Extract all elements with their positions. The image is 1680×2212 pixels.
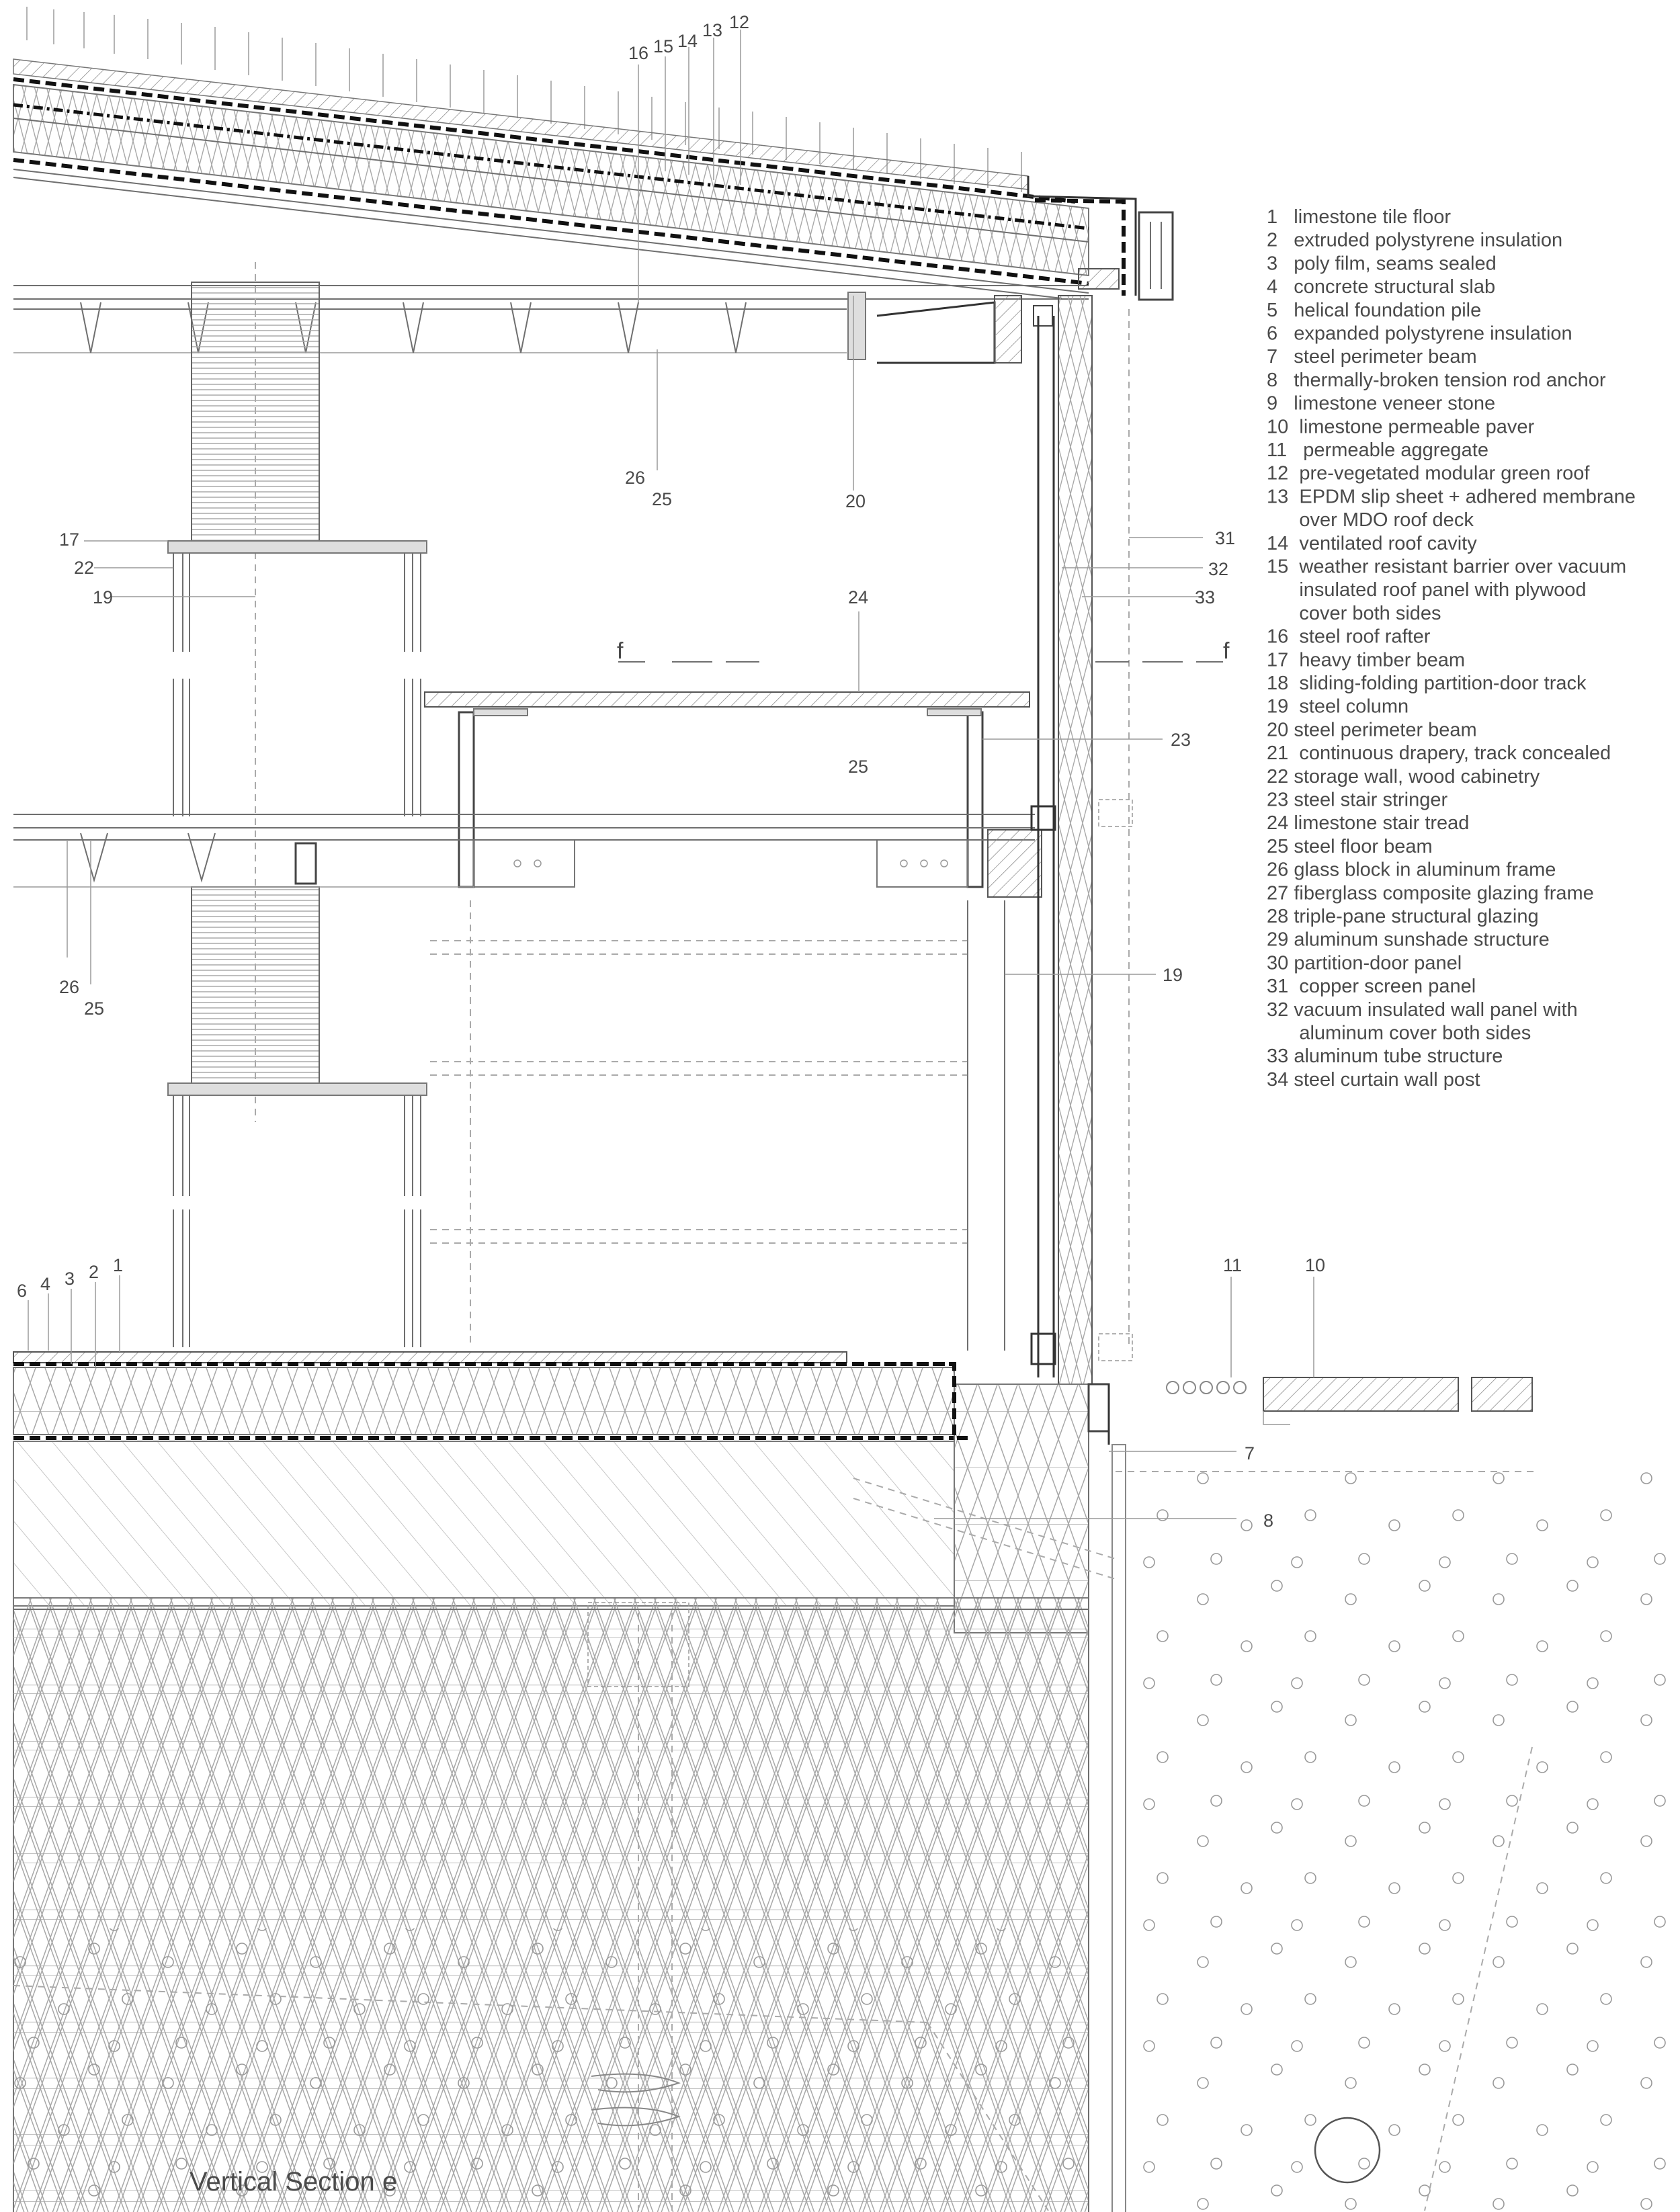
legend-item: 17 heavy timber beam (1267, 649, 1465, 671)
callout-19-lower: 19 (1163, 965, 1183, 985)
legend-item: 22 storage wall, wood cabinetry (1267, 766, 1540, 788)
cut-label-right: f (1223, 638, 1230, 664)
legend-item: 24 limestone stair tread (1267, 812, 1469, 834)
legend-item: 12 pre-vegetated modular green roof (1267, 463, 1590, 484)
legend-item: 3 poly film, seams sealed (1267, 253, 1497, 274)
legend-item: 9 limestone veneer stone (1267, 393, 1495, 415)
legend-item: 25 steel floor beam (1267, 836, 1433, 857)
callouts: 16 15 14 13 12 26 25 20 17 22 19 31 32 3… (17, 12, 1325, 1531)
legend-item: 6 expanded polystyrene insulation (1267, 323, 1572, 345)
legend-item: 15 weather resistant barrier over vacuum (1267, 556, 1626, 578)
stair-and-floor (13, 691, 1056, 1351)
legend-item: 10 limestone permeable paver (1267, 416, 1535, 437)
callout-31: 31 (1215, 528, 1235, 548)
callout-14: 14 (677, 31, 698, 51)
legend-item: 7 steel perimeter beam (1267, 346, 1477, 368)
callout-19-upper: 19 (93, 587, 113, 607)
callout-10: 10 (1305, 1255, 1325, 1275)
callout-6: 6 (17, 1281, 27, 1301)
callout-16: 16 (628, 43, 648, 63)
callout-22: 22 (74, 558, 94, 578)
soil-and-paving (13, 1377, 1680, 2212)
legend-item: 26 glass block in aluminum frame (1267, 859, 1556, 881)
legend-item: 23 steel stair stringer (1267, 790, 1448, 811)
callout-2: 2 (89, 1262, 99, 1282)
legend-item: 28 triple-pane structural glazing (1267, 906, 1539, 927)
callout-15: 15 (653, 36, 673, 56)
section-cut-f: f f (617, 638, 1230, 664)
callout-25-lower: 25 (84, 998, 104, 1019)
legend-item: 18 sliding-folding partition-door track (1267, 673, 1587, 694)
callout-20: 20 (845, 491, 866, 511)
callout-12: 12 (729, 12, 749, 32)
legend-item: 21 continuous drapery, track concealed (1267, 742, 1611, 764)
legend-item: 1 limestone tile floor (1267, 206, 1451, 228)
legend-item: 13 EPDM slip sheet + adhered membrane (1267, 486, 1636, 507)
vacuum-insulated-wall (1030, 295, 1133, 1385)
callout-23: 23 (1171, 730, 1191, 750)
callout-26-upper: 26 (625, 468, 645, 488)
legend-item: 20 steel perimeter beam (1267, 719, 1477, 740)
legend-item: 11 permeable aggregate (1267, 439, 1488, 461)
callout-3: 3 (65, 1269, 75, 1289)
legend-item: aluminum cover both sides (1267, 1023, 1531, 1044)
callout-25-upper: 25 (652, 489, 672, 509)
legend-item: 32 vacuum insulated wall panel with (1267, 999, 1578, 1021)
legend-item: 4 concrete structural slab (1267, 276, 1495, 298)
legend-item: 2 extruded polystyrene insulation (1267, 230, 1562, 251)
legend-item: 29 aluminum sunshade structure (1267, 929, 1550, 951)
drawing-title: Vertical Section e (190, 2167, 397, 2197)
callout-1: 1 (113, 1255, 123, 1275)
callout-26-lower: 26 (59, 977, 79, 997)
legend-item: 19 steel column (1267, 696, 1409, 718)
legend-item: 33 aluminum tube structure (1267, 1046, 1503, 1067)
callout-8: 8 (1263, 1511, 1273, 1531)
legend-item: over MDO roof deck (1267, 509, 1474, 531)
legend-item: insulated roof panel with plywood (1267, 579, 1587, 601)
callout-24: 24 (848, 587, 868, 607)
legend-item: 27 fiberglass composite glazing frame (1267, 882, 1594, 904)
roof-beam-band (13, 285, 1089, 364)
callout-33: 33 (1195, 587, 1215, 607)
legend-item: 14 ventilated roof cavity (1267, 533, 1477, 554)
legend-item: 30 partition-door panel (1267, 952, 1462, 974)
legend-item: 8 thermally-broken tension rod anchor (1267, 370, 1606, 391)
cut-label-left: f (617, 638, 624, 664)
leader-lines (67, 30, 1236, 1519)
legend-item: 31 copper screen panel (1267, 976, 1476, 997)
legend-item: 34 steel curtain wall post (1267, 1069, 1480, 1091)
callout-17: 17 (59, 529, 79, 550)
callout-25-middle: 25 (848, 757, 868, 777)
legend-item: cover both sides (1267, 603, 1441, 624)
green-roof-assembly (13, 7, 1174, 301)
callout-32: 32 (1208, 559, 1228, 579)
callout-11: 11 (1223, 1255, 1242, 1275)
legend-item: 16 steel roof rafter (1267, 626, 1431, 648)
legend-item: 5 helical foundation pile (1267, 300, 1481, 321)
callout-7: 7 (1245, 1443, 1255, 1463)
callout-13: 13 (702, 20, 722, 40)
callout-4: 4 (40, 1274, 50, 1294)
glass-block-column (167, 262, 427, 1347)
